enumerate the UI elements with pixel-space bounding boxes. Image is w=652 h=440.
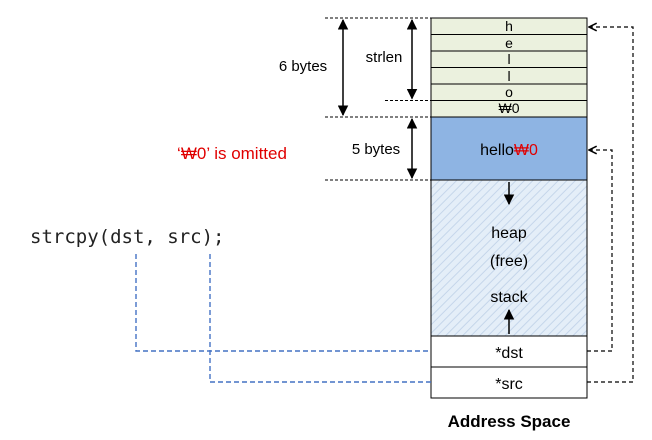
dst-connector — [135, 254, 431, 352]
src-connector — [209, 254, 431, 383]
argument-connectors — [135, 254, 431, 383]
byte-o: o — [505, 84, 513, 100]
five-bytes-label: 5 bytes — [352, 141, 400, 158]
dst-content: hello₩0 — [480, 142, 538, 159]
six-bytes-label: 6 bytes — [279, 58, 327, 75]
byte-null: ₩0 — [499, 100, 520, 116]
string-byte-dividers — [431, 34, 587, 101]
strlen-label: strlen — [366, 49, 403, 66]
measure-guides — [325, 17, 431, 181]
free-label: (free) — [490, 253, 528, 270]
dst-region — [430, 116, 588, 181]
string-bytes: h e l l o ₩0 — [499, 18, 520, 116]
byte-l2: l — [507, 68, 510, 84]
byte-h: h — [505, 18, 513, 34]
src-pointer-cell — [430, 366, 588, 399]
dst-terminator: ₩0 — [514, 142, 538, 159]
src-pointer-label: *src — [495, 376, 523, 393]
byte-e: e — [505, 35, 513, 51]
dst-pointer-cell — [430, 335, 588, 368]
dst-pointer-label: *dst — [495, 345, 523, 362]
pointer-arrows — [587, 27, 634, 383]
dst-text: hello — [480, 142, 514, 159]
byte-l1: l — [507, 51, 510, 67]
strcpy-call: strcpy(dst, src); — [30, 226, 224, 248]
omitted-note: ‘₩0’ is omitted — [177, 144, 287, 163]
stack-label: stack — [490, 289, 528, 306]
dst-pointer-arrow — [587, 150, 613, 352]
src-pointer-arrow — [587, 27, 634, 383]
heap-label: heap — [491, 225, 527, 242]
address-space-title: Address Space — [448, 412, 571, 431]
